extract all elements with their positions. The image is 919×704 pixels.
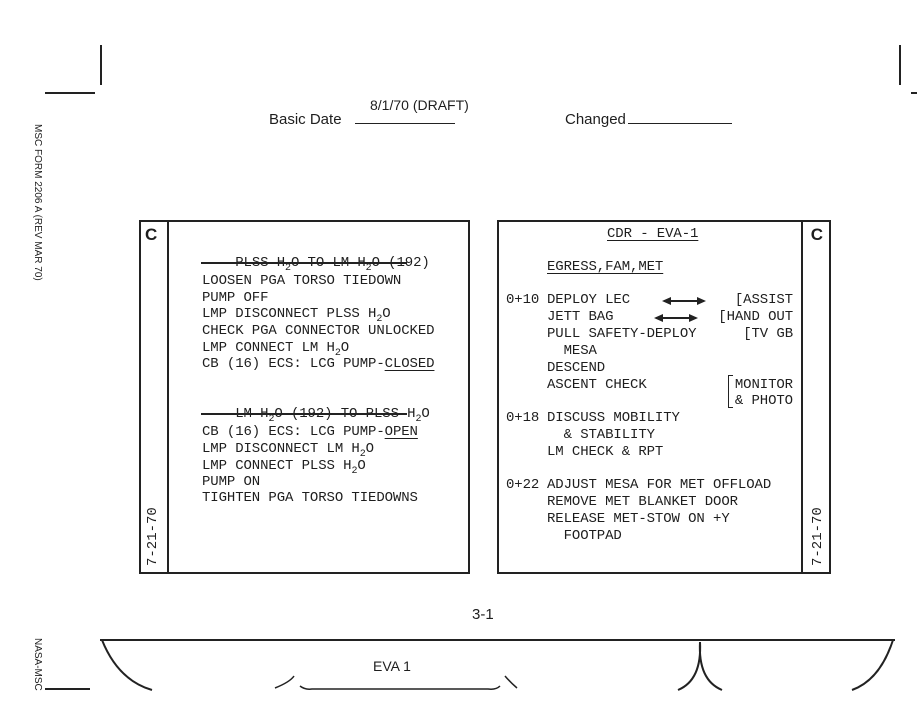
changed-line	[628, 123, 732, 124]
text: CLOSED	[384, 356, 435, 372]
crew-note: [ASSIST	[734, 292, 793, 308]
revision-letter: C	[810, 225, 823, 244]
changed-label: Changed	[565, 111, 626, 128]
step: FOOTPAD	[547, 528, 622, 544]
step: LMP DISCONNECT PLSS H2O	[202, 306, 391, 325]
text: 2	[365, 263, 372, 274]
card-date: 7-21-70	[810, 507, 826, 566]
step: DEPLOY LEC	[547, 292, 631, 308]
form-id: MSC FORM 2206 A (REV MAR 70)	[32, 124, 43, 281]
text: O	[421, 406, 430, 422]
step: DISCUSS MOBILITY	[547, 410, 680, 426]
crop-mark	[911, 92, 917, 94]
step: MESA	[547, 343, 597, 359]
step: ADJUST MESA FOR MET OFFLOAD	[547, 477, 772, 493]
crew-note: MONITOR	[734, 377, 793, 393]
crop-mark	[45, 92, 95, 94]
step: PULL SAFETY-DEPLOY	[547, 326, 697, 342]
tab-outline	[100, 639, 895, 691]
elapsed-time: 0+10	[506, 292, 540, 308]
crew-note: [TV GB	[743, 326, 793, 342]
basic-date-label: Basic Date	[269, 111, 342, 128]
text: O	[340, 340, 350, 356]
step: PUMP OFF	[202, 290, 269, 306]
double-arrow-icon	[654, 314, 698, 322]
step: LMP CONNECT PLSS H2O	[202, 458, 366, 477]
crew-note: [HAND OUT	[718, 309, 793, 325]
crop-mark	[45, 688, 90, 690]
step: CB (16) ECS: LCG PUMP-OPEN	[202, 424, 418, 440]
basic-date-value: 8/1/70 (DRAFT)	[370, 97, 469, 113]
elapsed-time: 0+22	[506, 477, 540, 493]
left-card-strip	[141, 222, 169, 572]
elapsed-time: 0+18	[506, 410, 540, 426]
step: PUMP ON	[202, 474, 261, 490]
text: 2	[268, 414, 275, 425]
right-checklist-card: C 7-21-70 CDR - EVA-1 EGRESS,FAM,MET 0+1…	[497, 220, 831, 574]
text: OPEN	[384, 424, 418, 440]
text: 2	[351, 466, 358, 477]
step: ASCENT CHECK	[547, 377, 647, 393]
text: O	[365, 441, 374, 457]
section-underline	[201, 262, 407, 264]
text: LMP CONNECT LM H	[202, 340, 335, 356]
step: CB (16) ECS: LCG PUMP-CLOSED	[202, 356, 435, 372]
crop-mark	[100, 45, 102, 85]
step: LOOSEN PGA TORSO TIEDOWN	[202, 273, 402, 289]
section-underline	[201, 413, 407, 415]
card-date: 7-21-70	[145, 507, 161, 566]
text: 2	[415, 414, 422, 425]
page-number: 3-1	[472, 606, 494, 623]
revision-letter: C	[145, 225, 158, 244]
crop-mark	[899, 45, 901, 85]
text: CB (16) ECS: LCG PUMP-	[202, 424, 385, 440]
step: JETT BAG	[547, 309, 614, 325]
basic-date-line	[355, 123, 455, 124]
right-card-strip	[801, 222, 829, 572]
text: 2	[334, 348, 341, 359]
card-title: CDR - EVA-1	[607, 226, 699, 242]
left-checklist-card: C 7-21-70 PLSS H2O TO LM H2O (192) LOOSE…	[139, 220, 470, 574]
text: LMP DISCONNECT LM H	[202, 441, 360, 457]
step: CHECK PGA CONNECTOR UNLOCKED	[202, 323, 435, 339]
bracket	[728, 375, 733, 408]
text: O	[382, 306, 391, 322]
text: CB (16) ECS: LCG PUMP-	[202, 356, 385, 372]
text: 2	[285, 263, 291, 274]
step: RELEASE MET-STOW ON +Y	[547, 511, 730, 527]
text: 2	[376, 314, 383, 325]
step: DESCEND	[547, 360, 606, 376]
step: LM CHECK & RPT	[547, 444, 664, 460]
double-arrow-icon	[662, 297, 706, 305]
step: & STABILITY	[547, 427, 655, 443]
step: TIGHTEN PGA TORSO TIEDOWNS	[202, 490, 418, 506]
step: REMOVE MET BLANKET DOOR	[547, 494, 738, 510]
step: LMP CONNECT LM H2O	[202, 340, 350, 359]
tab-label: EVA 1	[373, 658, 411, 674]
crew-note: & PHOTO	[734, 393, 793, 409]
text: LMP DISCONNECT PLSS H	[202, 306, 377, 322]
text: 2	[359, 449, 366, 460]
text: LMP CONNECT PLSS H	[202, 458, 352, 474]
step: LMP DISCONNECT LM H2O	[202, 441, 374, 460]
section-title: EGRESS,FAM,MET	[547, 259, 664, 275]
text: O	[357, 458, 366, 474]
